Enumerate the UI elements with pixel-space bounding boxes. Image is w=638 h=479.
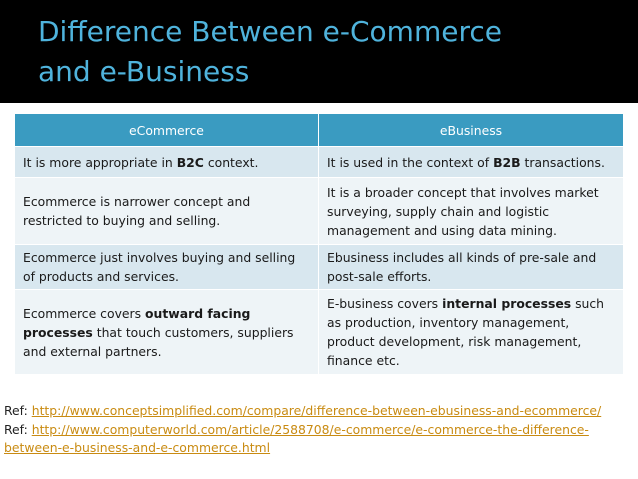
cell-text: that touch customers, suppliers and exte…: [23, 324, 294, 359]
column-header-ebusiness: eBusiness: [318, 113, 624, 147]
slide-title-line-2: and e-Business: [38, 55, 250, 88]
cell-text: E-business covers: [327, 296, 443, 311]
table-row: Ecommerce covers outward facing processe…: [14, 289, 624, 375]
cell-text: context.: [203, 154, 259, 170]
slide-header: Difference Between e-Commerce and e-Busi…: [0, 0, 638, 103]
cell-text: It is used in the context of: [327, 154, 494, 170]
slide-title: Difference Between e-Commerce and e-Busi…: [38, 12, 628, 92]
cell-bold-text: B2C: [176, 154, 204, 170]
cell-text: Ebusiness includes all kinds of pre-sale…: [327, 250, 597, 284]
cell-bold-text: B2B: [493, 154, 521, 170]
cell-text: Ecommerce covers: [23, 305, 146, 321]
table-row: Ecommerce is narrower concept and restri…: [14, 177, 624, 245]
cell-bold-text: outward facing processes: [23, 305, 251, 340]
table-cell-ebusiness: It is a broader concept that involves ma…: [318, 177, 624, 245]
column-header-ecommerce: eCommerce: [14, 113, 319, 147]
table-row: It is more appropriate in B2C context. I…: [14, 146, 624, 178]
cell-text: Ecommerce just involves buying and selli…: [23, 250, 296, 284]
comparison-table: eCommerce eBusiness It is more appropria…: [14, 113, 624, 375]
reference-item: Ref: http://www.conceptsimplified.com/co…: [4, 402, 634, 421]
cell-text: Ecommerce is narrower concept and restri…: [23, 194, 251, 228]
reference-link[interactable]: http://www.computerworld.com/article/258…: [4, 421, 589, 456]
table-header-row: eCommerce eBusiness: [14, 113, 624, 147]
reference-item: Ref: http://www.computerworld.com/articl…: [4, 421, 634, 458]
table-cell-ebusiness: Ebusiness includes all kinds of pre-sale…: [318, 244, 624, 290]
table-cell-ecommerce: Ecommerce is narrower concept and restri…: [14, 177, 319, 245]
cell-text: such as production, inventory management…: [327, 296, 605, 368]
table-row: Ecommerce just involves buying and selli…: [14, 244, 624, 290]
reference-label: Ref:: [4, 421, 32, 437]
cell-bold-text: internal processes: [442, 296, 572, 311]
references: Ref: http://www.conceptsimplified.com/co…: [4, 402, 634, 458]
table-cell-ecommerce: Ecommerce just involves buying and selli…: [14, 244, 319, 290]
cell-text: It is more appropriate in: [23, 154, 177, 170]
reference-link[interactable]: http://www.conceptsimplified.com/compare…: [31, 403, 602, 418]
table-cell-ecommerce: Ecommerce covers outward facing processe…: [14, 289, 319, 375]
cell-text: transactions.: [520, 154, 605, 170]
slide-title-line-1: Difference Between e-Commerce: [38, 15, 502, 48]
table-cell-ecommerce: It is more appropriate in B2C context.: [14, 146, 319, 178]
reference-label: Ref:: [4, 403, 32, 418]
table-cell-ebusiness: It is used in the context of B2B transac…: [318, 146, 624, 178]
table-cell-ebusiness: E-business covers internal processes suc…: [318, 289, 624, 375]
cell-text: It is a broader concept that involves ma…: [327, 184, 599, 238]
